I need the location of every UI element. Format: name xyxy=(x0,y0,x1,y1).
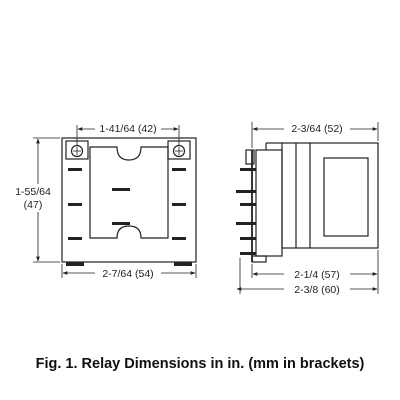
side-view: 2-3/64 (52) 2-1/4 (57) 2-3/8 (60) xyxy=(236,121,379,296)
foot xyxy=(251,255,267,263)
terminal xyxy=(240,203,256,206)
figure-caption: Fig. 1. Relay Dimensions in in. (mm in b… xyxy=(35,356,365,372)
top-depth-label: 2-3/64 (52) xyxy=(291,123,342,135)
height-label-line1: 1-55/64 xyxy=(15,186,51,198)
terminal xyxy=(68,168,82,171)
terminal xyxy=(68,237,82,240)
terminal xyxy=(68,203,82,206)
hole-spacing-label: 1-41/64 (42) xyxy=(99,123,156,135)
terminal xyxy=(112,222,130,225)
terminal xyxy=(236,222,256,225)
terminal xyxy=(240,237,256,240)
front-view: 1-41/64 (42) 1-55/64 (47) 2-7/64 (54) xyxy=(10,121,197,280)
terminal xyxy=(172,203,186,206)
terminal xyxy=(236,190,256,193)
left-screw-icon xyxy=(70,144,84,158)
front-body-outline xyxy=(61,137,197,263)
inner-depth-label: 2-1/4 (57) xyxy=(294,269,340,281)
terminal xyxy=(172,168,186,171)
terminal xyxy=(112,188,130,191)
terminal xyxy=(240,168,256,171)
terminal xyxy=(172,237,186,240)
left-foot xyxy=(66,262,84,266)
inner-frame xyxy=(89,146,169,239)
right-foot xyxy=(174,262,192,266)
coil-window xyxy=(323,157,369,237)
terminal-block xyxy=(255,149,283,257)
right-screw-icon xyxy=(172,144,186,158)
terminal xyxy=(240,252,256,255)
overall-width-label: 2-7/64 (54) xyxy=(102,268,153,280)
coil-housing xyxy=(281,142,379,249)
mounting-bracket xyxy=(245,149,255,165)
overall-depth-label: 2-3/8 (60) xyxy=(294,284,340,296)
height-label-line2: (47) xyxy=(24,199,43,211)
